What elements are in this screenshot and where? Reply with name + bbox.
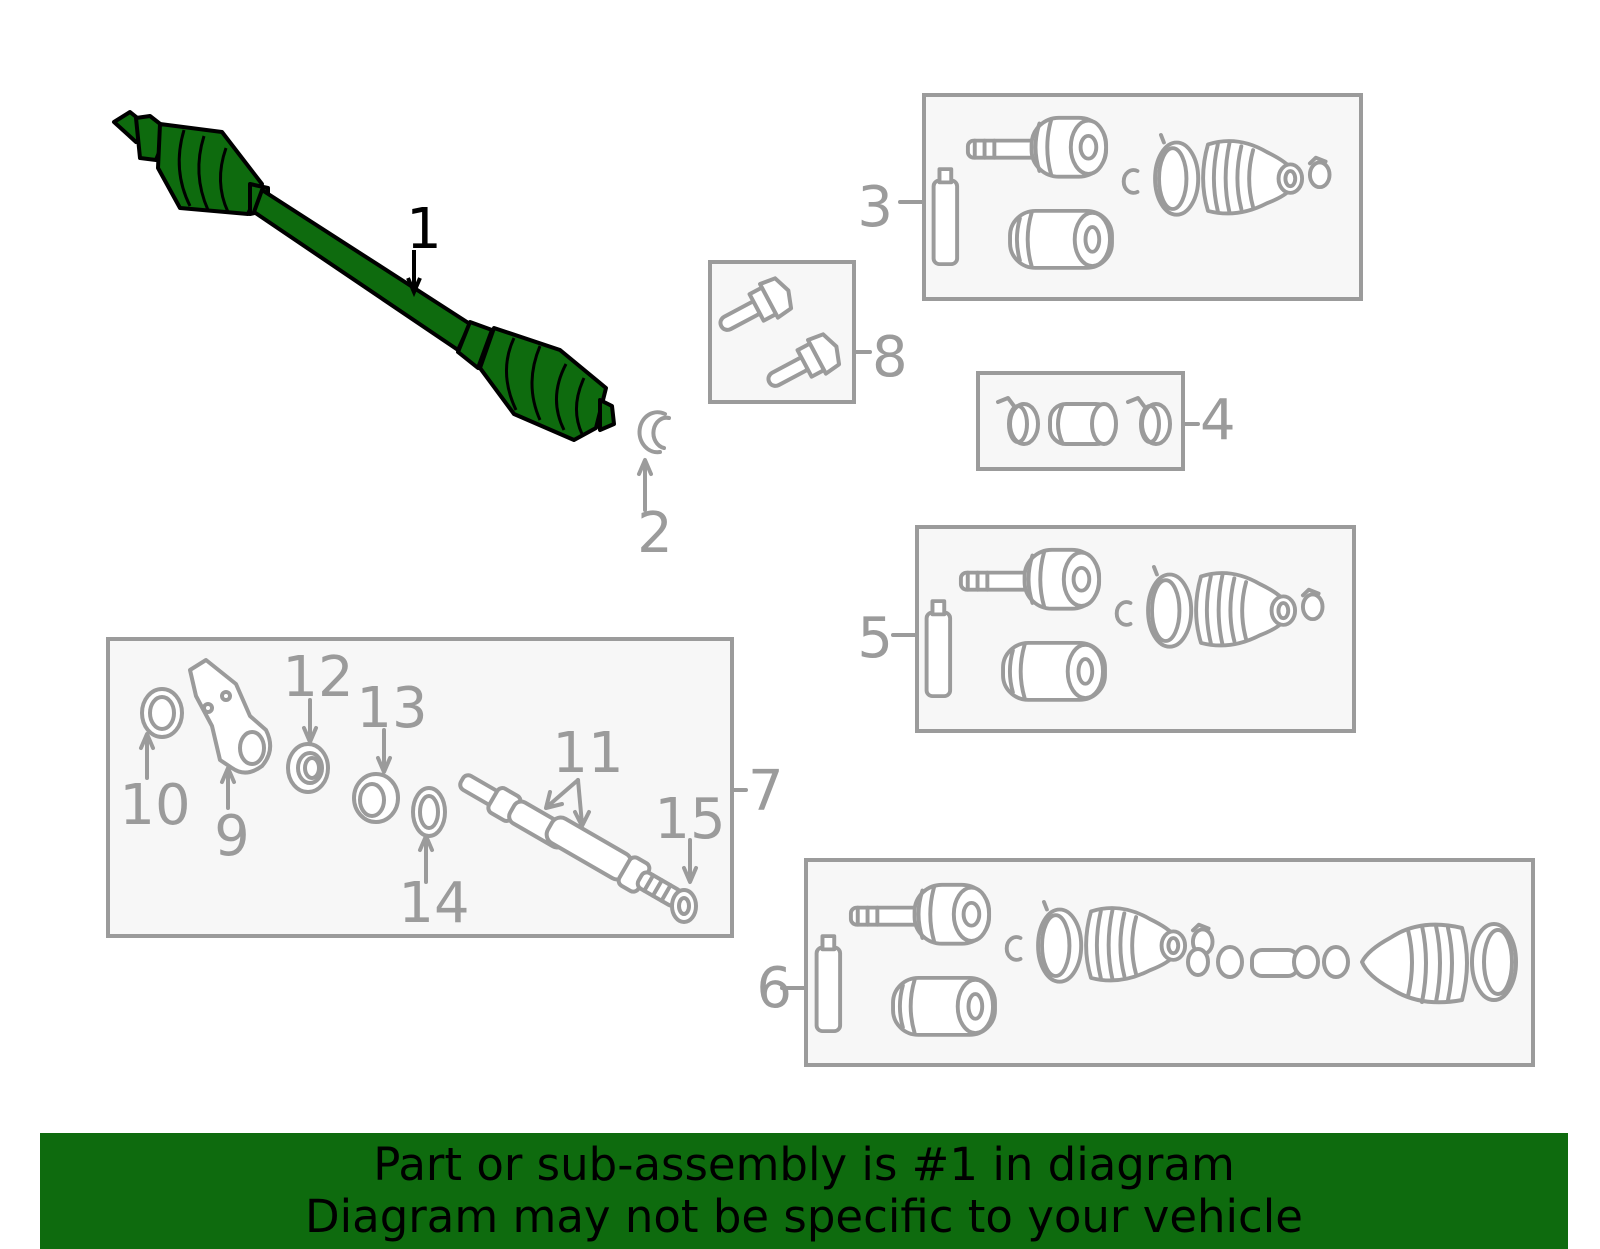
kit-7-arrows bbox=[139, 698, 698, 884]
bolt-kit-box[interactable] bbox=[708, 260, 856, 404]
callout-14[interactable]: 14 bbox=[398, 871, 469, 936]
callout-10[interactable]: 10 bbox=[119, 773, 190, 838]
callout-13[interactable]: 13 bbox=[356, 676, 427, 741]
callout-4[interactable]: 4 bbox=[1200, 388, 1236, 453]
callout-15[interactable]: 15 bbox=[654, 787, 725, 852]
banner-line-1: Part or sub-assembly is #1 in diagram bbox=[373, 1138, 1235, 1191]
info-banner: Part or sub-assembly is #1 in diagram Di… bbox=[40, 1133, 1568, 1249]
callout-9[interactable]: 9 bbox=[214, 804, 250, 869]
callout-11[interactable]: 11 bbox=[552, 721, 623, 786]
callout-1-arrow bbox=[406, 250, 422, 298]
inner-cv-joint-kit-box[interactable] bbox=[915, 525, 1356, 733]
callout-6[interactable]: 6 bbox=[756, 956, 792, 1021]
outer-cv-joint-kit-box[interactable] bbox=[922, 93, 1363, 301]
banner-background bbox=[40, 1133, 1568, 1249]
axle-shaft-assembly[interactable] bbox=[112, 110, 616, 442]
callout-1[interactable]: 1 bbox=[406, 197, 442, 262]
boot-clamp-kit-box[interactable] bbox=[976, 371, 1185, 471]
callout-2-arrow bbox=[637, 458, 653, 512]
callout-2[interactable]: 2 bbox=[637, 501, 673, 566]
cv-joint-boot-kit-box[interactable] bbox=[804, 858, 1535, 1067]
callout-8[interactable]: 8 bbox=[872, 325, 908, 390]
banner-line-2: Diagram may not be specific to your vehi… bbox=[305, 1190, 1303, 1243]
callout-12[interactable]: 12 bbox=[282, 645, 353, 710]
callout-3[interactable]: 3 bbox=[857, 175, 893, 240]
callout-5[interactable]: 5 bbox=[857, 606, 893, 671]
snap-ring[interactable] bbox=[637, 410, 671, 455]
callout-7[interactable]: 7 bbox=[748, 759, 784, 824]
intermediate-shaft-kit-box[interactable] bbox=[106, 637, 734, 938]
